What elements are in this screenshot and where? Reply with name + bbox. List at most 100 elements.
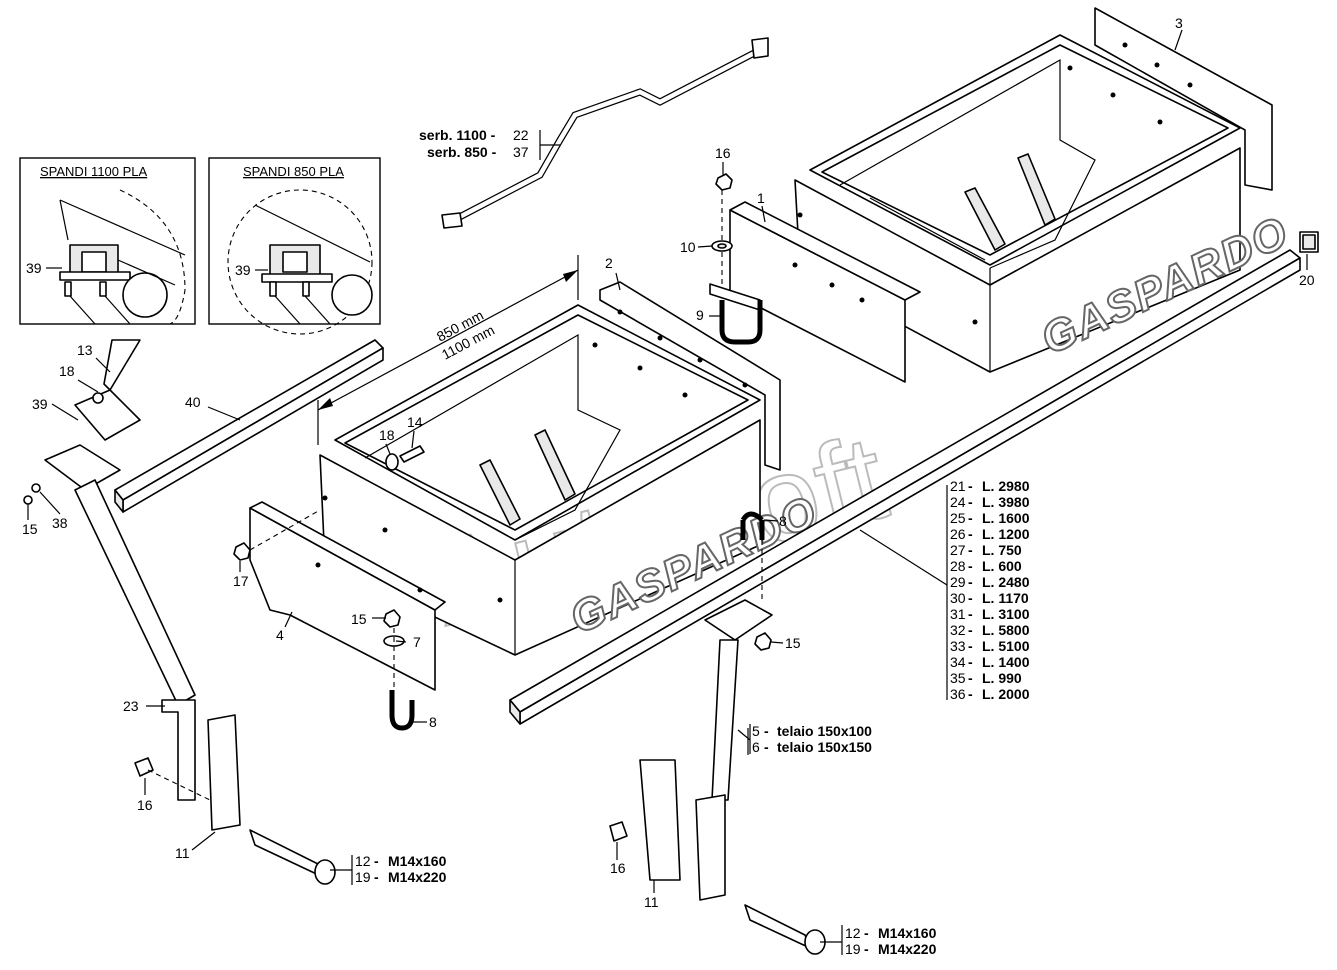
callout-16: 16 — [610, 860, 626, 876]
inset-title: SPANDI 850 PLA — [243, 164, 344, 179]
callout-16: 16 — [137, 797, 153, 813]
svg-text:-: - — [764, 739, 769, 755]
length-row-value: L. 2000 — [982, 686, 1030, 702]
length-row-value: L. 2480 — [982, 574, 1030, 590]
inset-spandi-1100: SPANDI 1100 PLA 39 — [19, 157, 196, 325]
svg-text:-: - — [968, 686, 973, 702]
left-leg-assembly — [23, 339, 336, 885]
serb-850-label: serb. 850 - — [427, 144, 497, 160]
telaio-value: telaio 150x100 — [777, 723, 872, 739]
length-row-value: L. 1600 — [982, 510, 1030, 526]
callout-11: 11 — [644, 894, 659, 910]
serb-1100-label: serb. 1100 - — [419, 127, 496, 143]
svg-text:-: - — [968, 510, 973, 526]
callout-20: 20 — [1299, 272, 1315, 288]
callout-15: 15 — [351, 611, 367, 627]
length-row-num: 30 — [950, 590, 966, 606]
length-row-value: L. 3980 — [982, 494, 1030, 510]
length-row-num: 33 — [950, 638, 966, 654]
rod-22-37 — [441, 37, 769, 229]
callout-18: 18 — [59, 363, 75, 379]
serb-850-number: 37 — [513, 144, 529, 160]
svg-text:-: - — [968, 478, 973, 494]
inset-spandi-850: SPANDI 850 PLA 39 — [208, 157, 381, 335]
callout-1: 1 — [757, 190, 765, 206]
bolt-spec: M14x220 — [878, 941, 937, 957]
fastener-group-right — [709, 173, 763, 345]
callout-39: 39 — [26, 260, 42, 276]
length-row-num: 31 — [950, 606, 966, 622]
svg-text:-: - — [864, 925, 869, 941]
svg-text:-: - — [374, 853, 379, 869]
svg-text:-: - — [968, 526, 973, 542]
bolt-num: 12 — [845, 925, 861, 941]
callout-7: 7 — [413, 634, 421, 650]
length-table: 21- L. 2980 24- L. 3980 25- L. 1600 26- … — [950, 478, 1030, 702]
short-square-tube-40 — [114, 339, 384, 513]
callout-2: 2 — [605, 255, 613, 271]
inset-title: SPANDI 1100 PLA — [40, 164, 148, 179]
telaio-num: 6 — [752, 739, 760, 755]
callout-23: 23 — [123, 698, 139, 714]
callout-38: 38 — [52, 515, 68, 531]
svg-text:-: - — [968, 638, 973, 654]
length-row-num: 28 — [950, 558, 966, 574]
length-row-num: 36 — [950, 686, 966, 702]
callout-9: 9 — [696, 307, 704, 323]
length-row-num: 32 — [950, 622, 966, 638]
length-row-value: L. 5100 — [982, 638, 1030, 654]
svg-text:-: - — [968, 542, 973, 558]
callout-4: 4 — [276, 627, 284, 643]
length-row-value: L. 1170 — [982, 590, 1029, 606]
length-row-num: 27 — [950, 542, 966, 558]
callout-15: 15 — [22, 521, 38, 537]
leader-lines — [27, 29, 1308, 955]
callout-8: 8 — [429, 714, 437, 730]
svg-text:-: - — [968, 606, 973, 622]
serb-1100-number: 22 — [513, 127, 529, 143]
length-row-value: L. 1400 — [982, 654, 1030, 670]
length-row-num: 29 — [950, 574, 966, 590]
svg-text:-: - — [968, 590, 973, 606]
callout-13: 13 — [77, 342, 93, 358]
bolt-num: 19 — [845, 941, 861, 957]
length-row-value: L. 600 — [982, 558, 1022, 574]
svg-text:-: - — [968, 574, 973, 590]
bolt-spec: M14x220 — [388, 869, 447, 885]
middle-fasteners — [233, 445, 765, 731]
svg-text:-: - — [968, 670, 973, 686]
svg-text:-: - — [764, 723, 769, 739]
callout-15: 15 — [785, 635, 801, 651]
bolt-spec: M14x160 — [878, 925, 937, 941]
length-row-value: L. 750 — [982, 542, 1022, 558]
svg-text:-: - — [968, 654, 973, 670]
length-row-value: L. 3100 — [982, 606, 1030, 622]
bolt-labels-left: 12 - M14x160 19 - M14x220 — [355, 853, 447, 885]
length-row-num: 34 — [950, 654, 966, 670]
length-row-num: 24 — [950, 494, 966, 510]
length-row-value: L. 1200 — [982, 526, 1030, 542]
telaio-num: 5 — [752, 723, 760, 739]
callout-40: 40 — [185, 394, 201, 410]
length-row-value: L. 5800 — [982, 622, 1030, 638]
length-row-num: 21 — [950, 478, 966, 494]
callout-3: 3 — [1175, 15, 1183, 31]
length-row-value: L. 2980 — [982, 478, 1030, 494]
callout-14: 14 — [407, 414, 423, 430]
telaio-labels: 5 - telaio 150x100 6 - telaio 150x150 — [749, 723, 872, 755]
telaio-value: telaio 150x150 — [777, 739, 872, 755]
callout-16: 16 — [715, 145, 731, 161]
bolt-spec: M14x160 — [388, 853, 447, 869]
callout-11: 11 — [175, 845, 190, 861]
bolt-num: 19 — [355, 869, 371, 885]
callout-18: 18 — [379, 427, 395, 443]
length-row-value: L. 990 — [982, 670, 1022, 686]
svg-text:-: - — [968, 622, 973, 638]
callout-17: 17 — [233, 573, 249, 589]
length-row-num: 26 — [950, 526, 966, 542]
callout-8: 8 — [779, 513, 787, 529]
length-row-num: 25 — [950, 510, 966, 526]
svg-text:-: - — [968, 494, 973, 510]
long-square-tube — [509, 231, 1319, 725]
